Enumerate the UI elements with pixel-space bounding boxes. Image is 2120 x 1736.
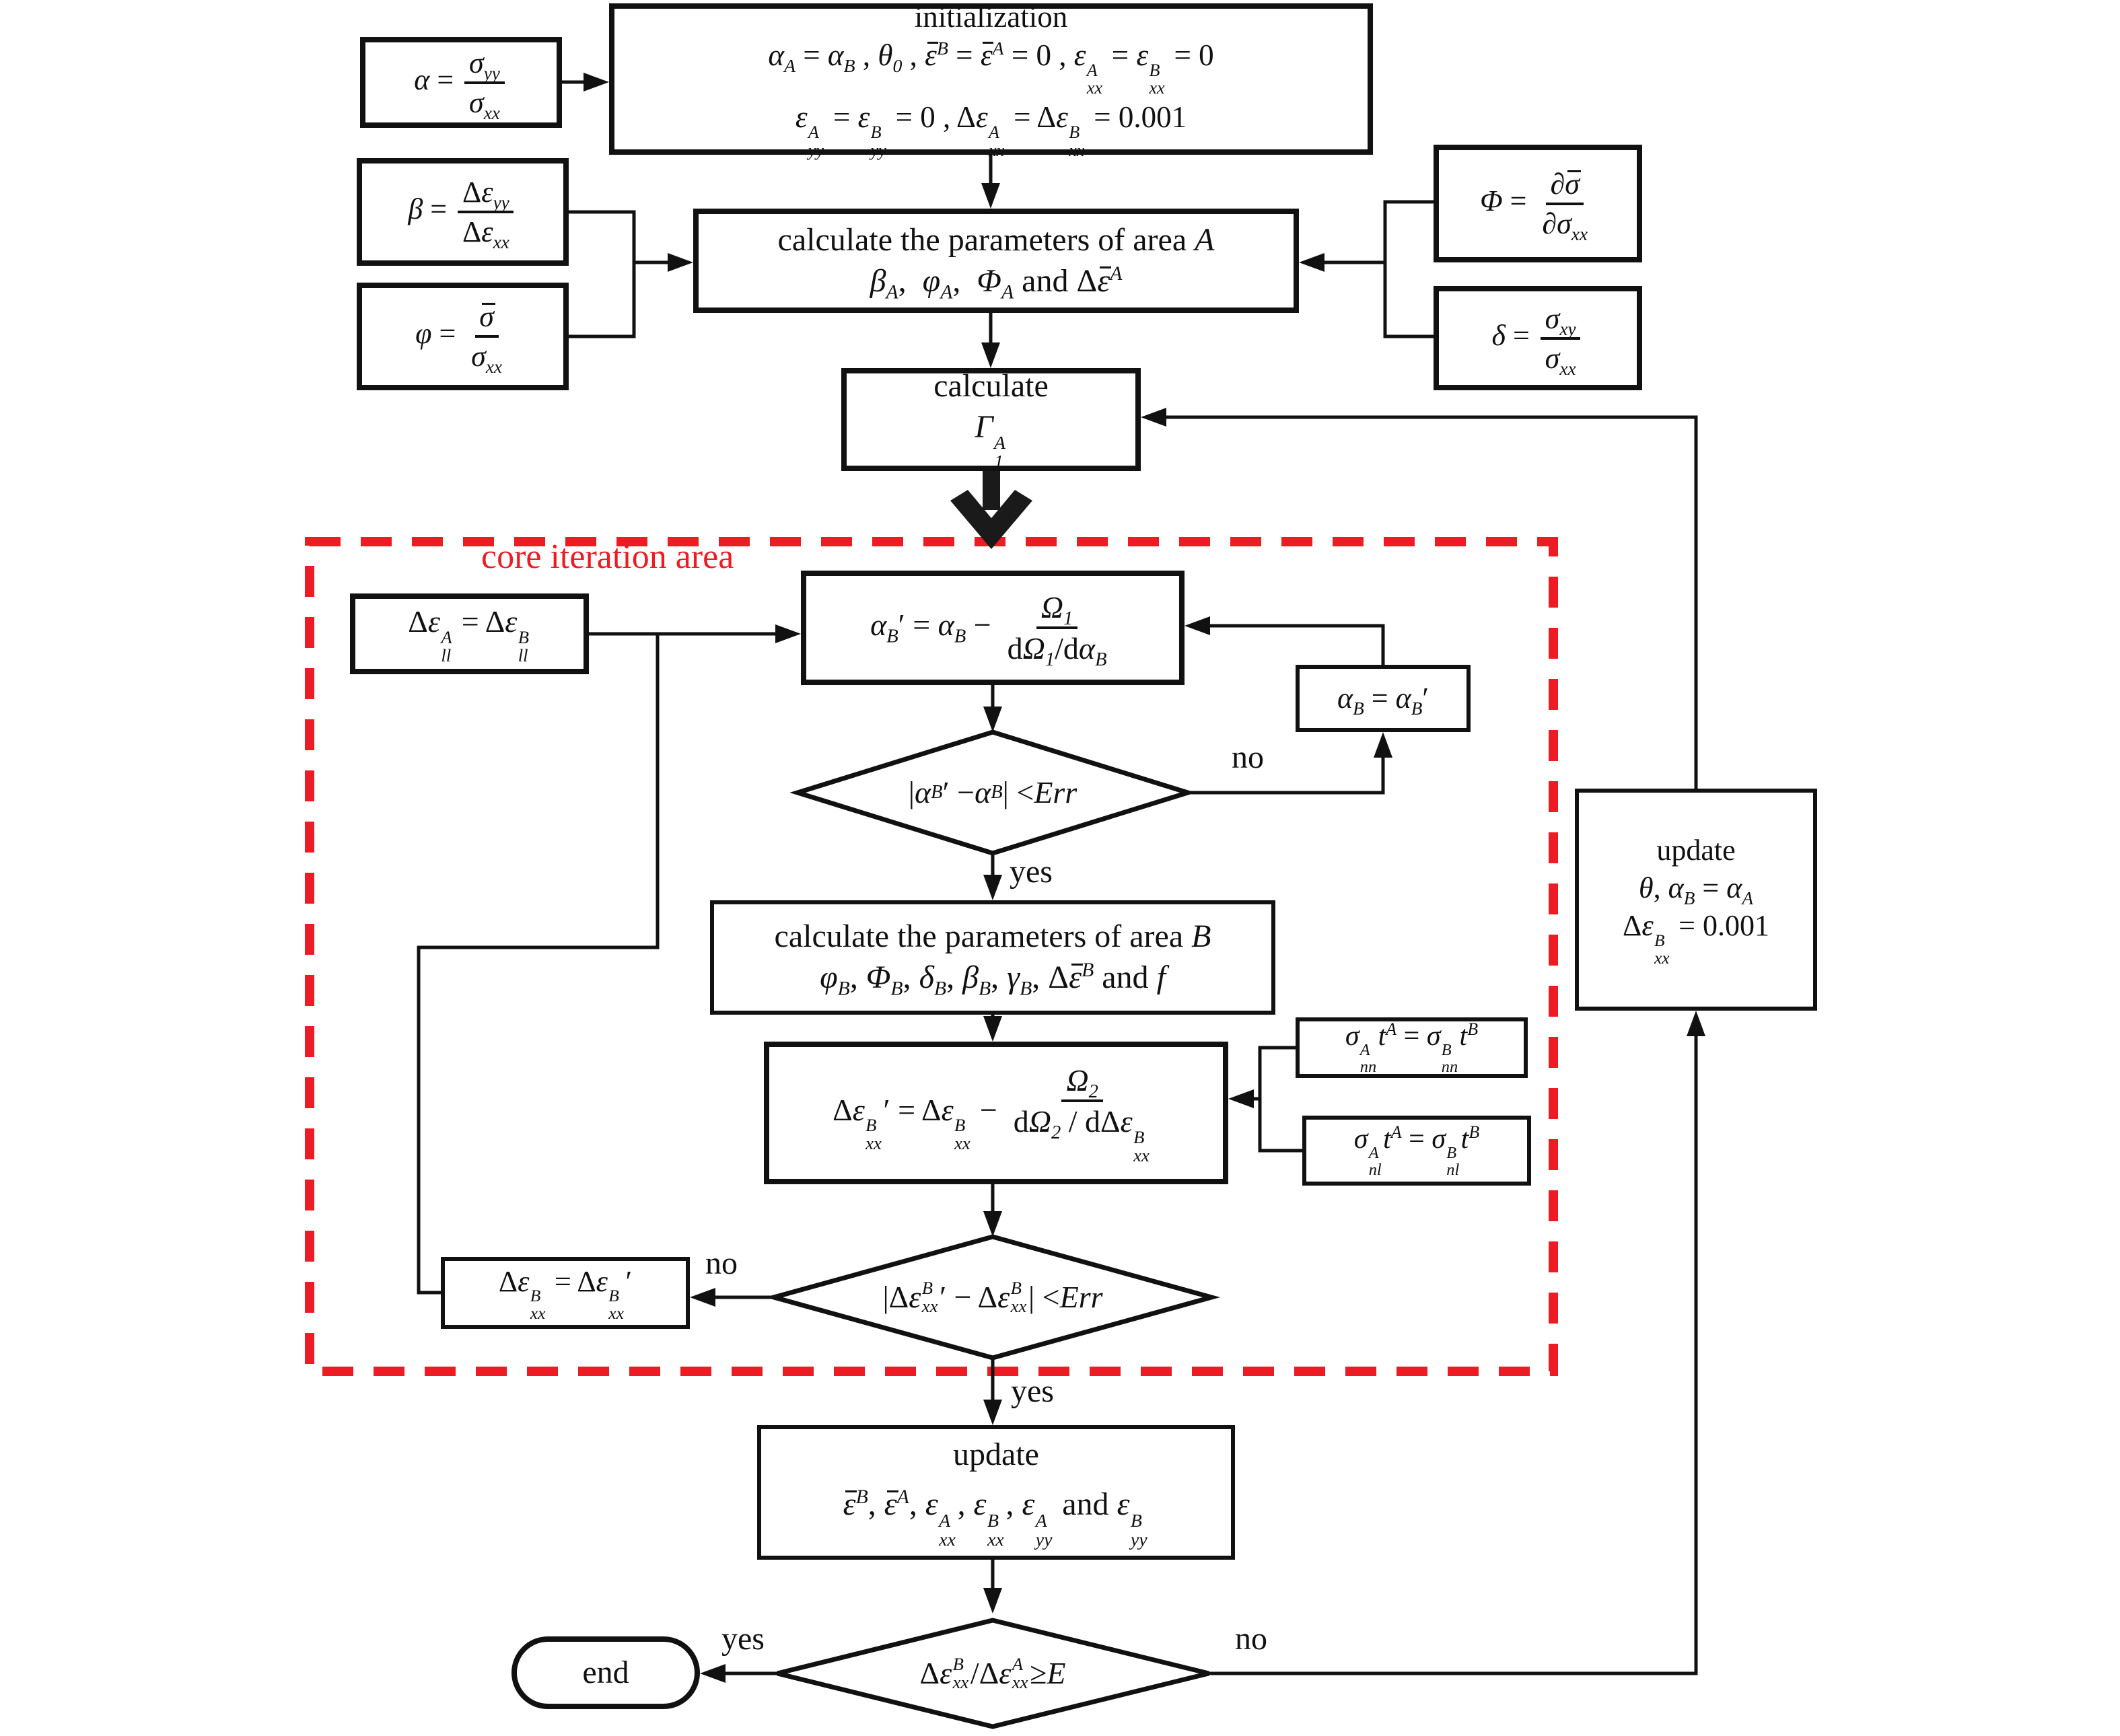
core-iteration-boundary [305,537,1558,1376]
calc-area-a-line-1: calculate the parameters of area A [777,221,1215,258]
edge-label-d3-no: no [1235,1621,1267,1657]
initialization-title: initialization [914,0,1068,34]
arrowheads [584,73,1705,1683]
edge-label-d1-yes: yes [1010,854,1053,890]
decision-strain-ratio-shape [777,1618,1209,1729]
box-capital-phi-ratio: Φ = ∂σ∂σxx [1434,145,1642,262]
calc-gamma-line-1: calculate [933,368,1049,404]
edge-label-d2-yes: yes [1011,1373,1054,1409]
edge-label-d3-yes: yes [721,1621,765,1657]
calc-area-a-line-2: βA, φA, ΦA and ΔεA [870,262,1123,303]
decision-epsilon-xx-converged-shape [765,1234,1221,1361]
capital-phi-formula: Φ = ∂σ∂σxx [1473,165,1602,243]
calc-area-b-line-1: calculate the parameters of area B [774,918,1211,955]
alpha-b-assign-formula: αB = αB′ [1337,682,1429,719]
edge-label-d2-no: no [705,1245,738,1281]
update-right-line-1: update [1656,834,1736,867]
update-right-line-2: θ, αB = αA [1639,871,1753,908]
calc-area-b-line-2: φB, ΦB, δB, βB, γB, ΔεB and f [820,959,1166,1000]
box-calc-area-a: calculate the parameters of area A βA, φ… [693,209,1299,313]
box-initialization: initialization αA = αB , θ0 , εB = εA = … [609,0,1373,159]
decision-alpha-b-converged-shape [789,729,1196,856]
edge-label-d1-no: no [1232,739,1264,775]
end-label: end [582,1654,629,1690]
label-core-iteration-area: core iteration area [481,538,734,576]
box-calc-area-b: calculate the parameters of area B φB, Φ… [710,900,1275,1015]
connector-lines [417,80,1698,1675]
entry-bold-arrow [950,471,1032,549]
terminator-end: end [511,1636,700,1709]
box-alpha-b-assign: αB = αB′ [1296,665,1471,732]
update-results-line-1: update [953,1436,1039,1472]
